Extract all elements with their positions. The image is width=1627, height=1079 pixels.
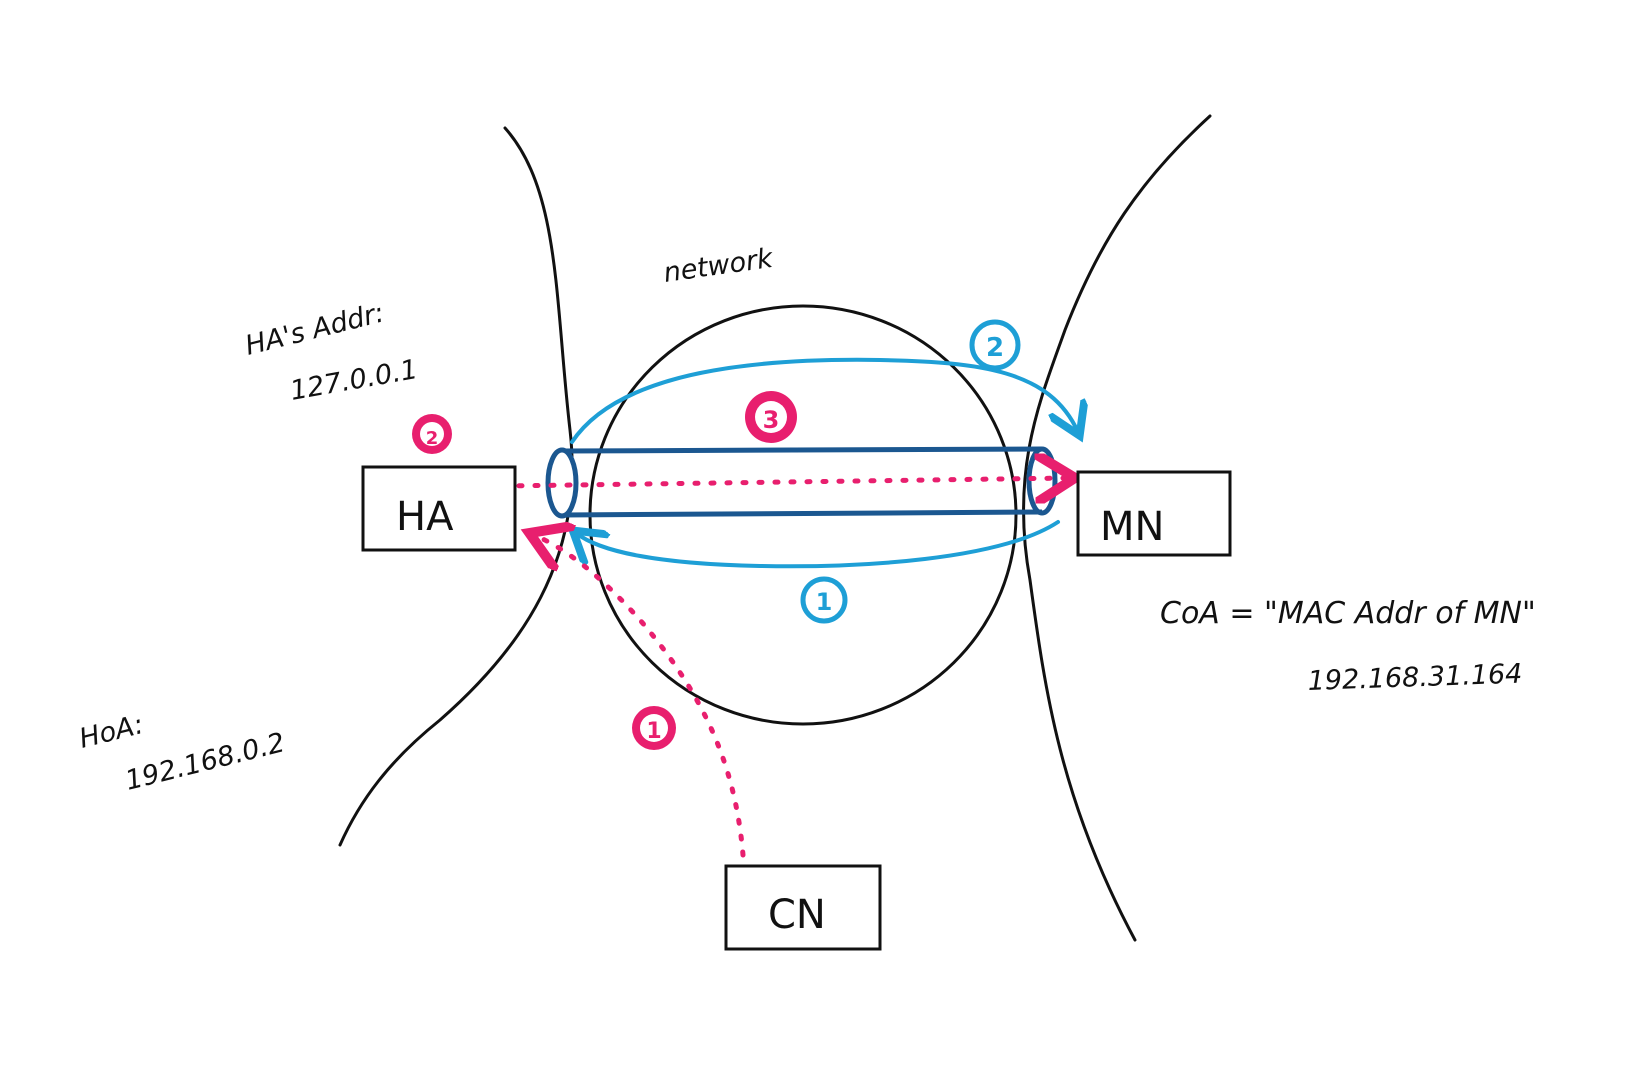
pink-dotted-arrow-cn-to-ha [534, 535, 746, 858]
hoa-title: HoA: [76, 709, 146, 755]
coa-label: CoA = "MAC Addr of MN" [1160, 596, 1536, 631]
ha-node: HA [361, 465, 517, 552]
cn-node-label: CN [768, 892, 826, 938]
badge-pink-step-2-text: 2 [426, 428, 439, 449]
ha-addr-title: HA's Addr: [242, 297, 387, 361]
badge-pink-step-1: 1 [632, 706, 676, 750]
tunnel [545, 446, 1058, 519]
mn-node: MN [1076, 470, 1232, 557]
badge-blue-step-2: 2 [969, 319, 1021, 371]
badge-blue-step-1: 1 [800, 576, 848, 624]
badge-pink-step-3-text: 3 [763, 406, 780, 434]
ha-node-label: HA [396, 494, 454, 540]
network-label: network [662, 243, 776, 289]
blue-arc-step-2 [570, 357, 1078, 444]
badge-blue-step-1-text: 1 [816, 588, 833, 616]
mn-ip-label: 192.168.31.164 [1307, 659, 1523, 697]
mn-node-label: MN [1100, 504, 1164, 550]
badge-pink-step-3: 3 [745, 391, 797, 443]
right-boundary-curve [1021, 114, 1212, 942]
tunnel-left-end [545, 447, 579, 519]
pink-dotted-arrow-ha-to-mn [500, 478, 1070, 486]
hoa-value: 192.168.0.2 [122, 727, 288, 797]
badge-pink-step-2: 2 [412, 414, 452, 454]
blue-arc-step-1 [576, 520, 1060, 569]
ha-addr-value: 127.0.0.1 [288, 354, 420, 407]
cn-node: CN [724, 864, 882, 951]
badge-pink-step-1-text: 1 [646, 719, 661, 744]
badge-blue-step-2-text: 2 [986, 333, 1004, 363]
